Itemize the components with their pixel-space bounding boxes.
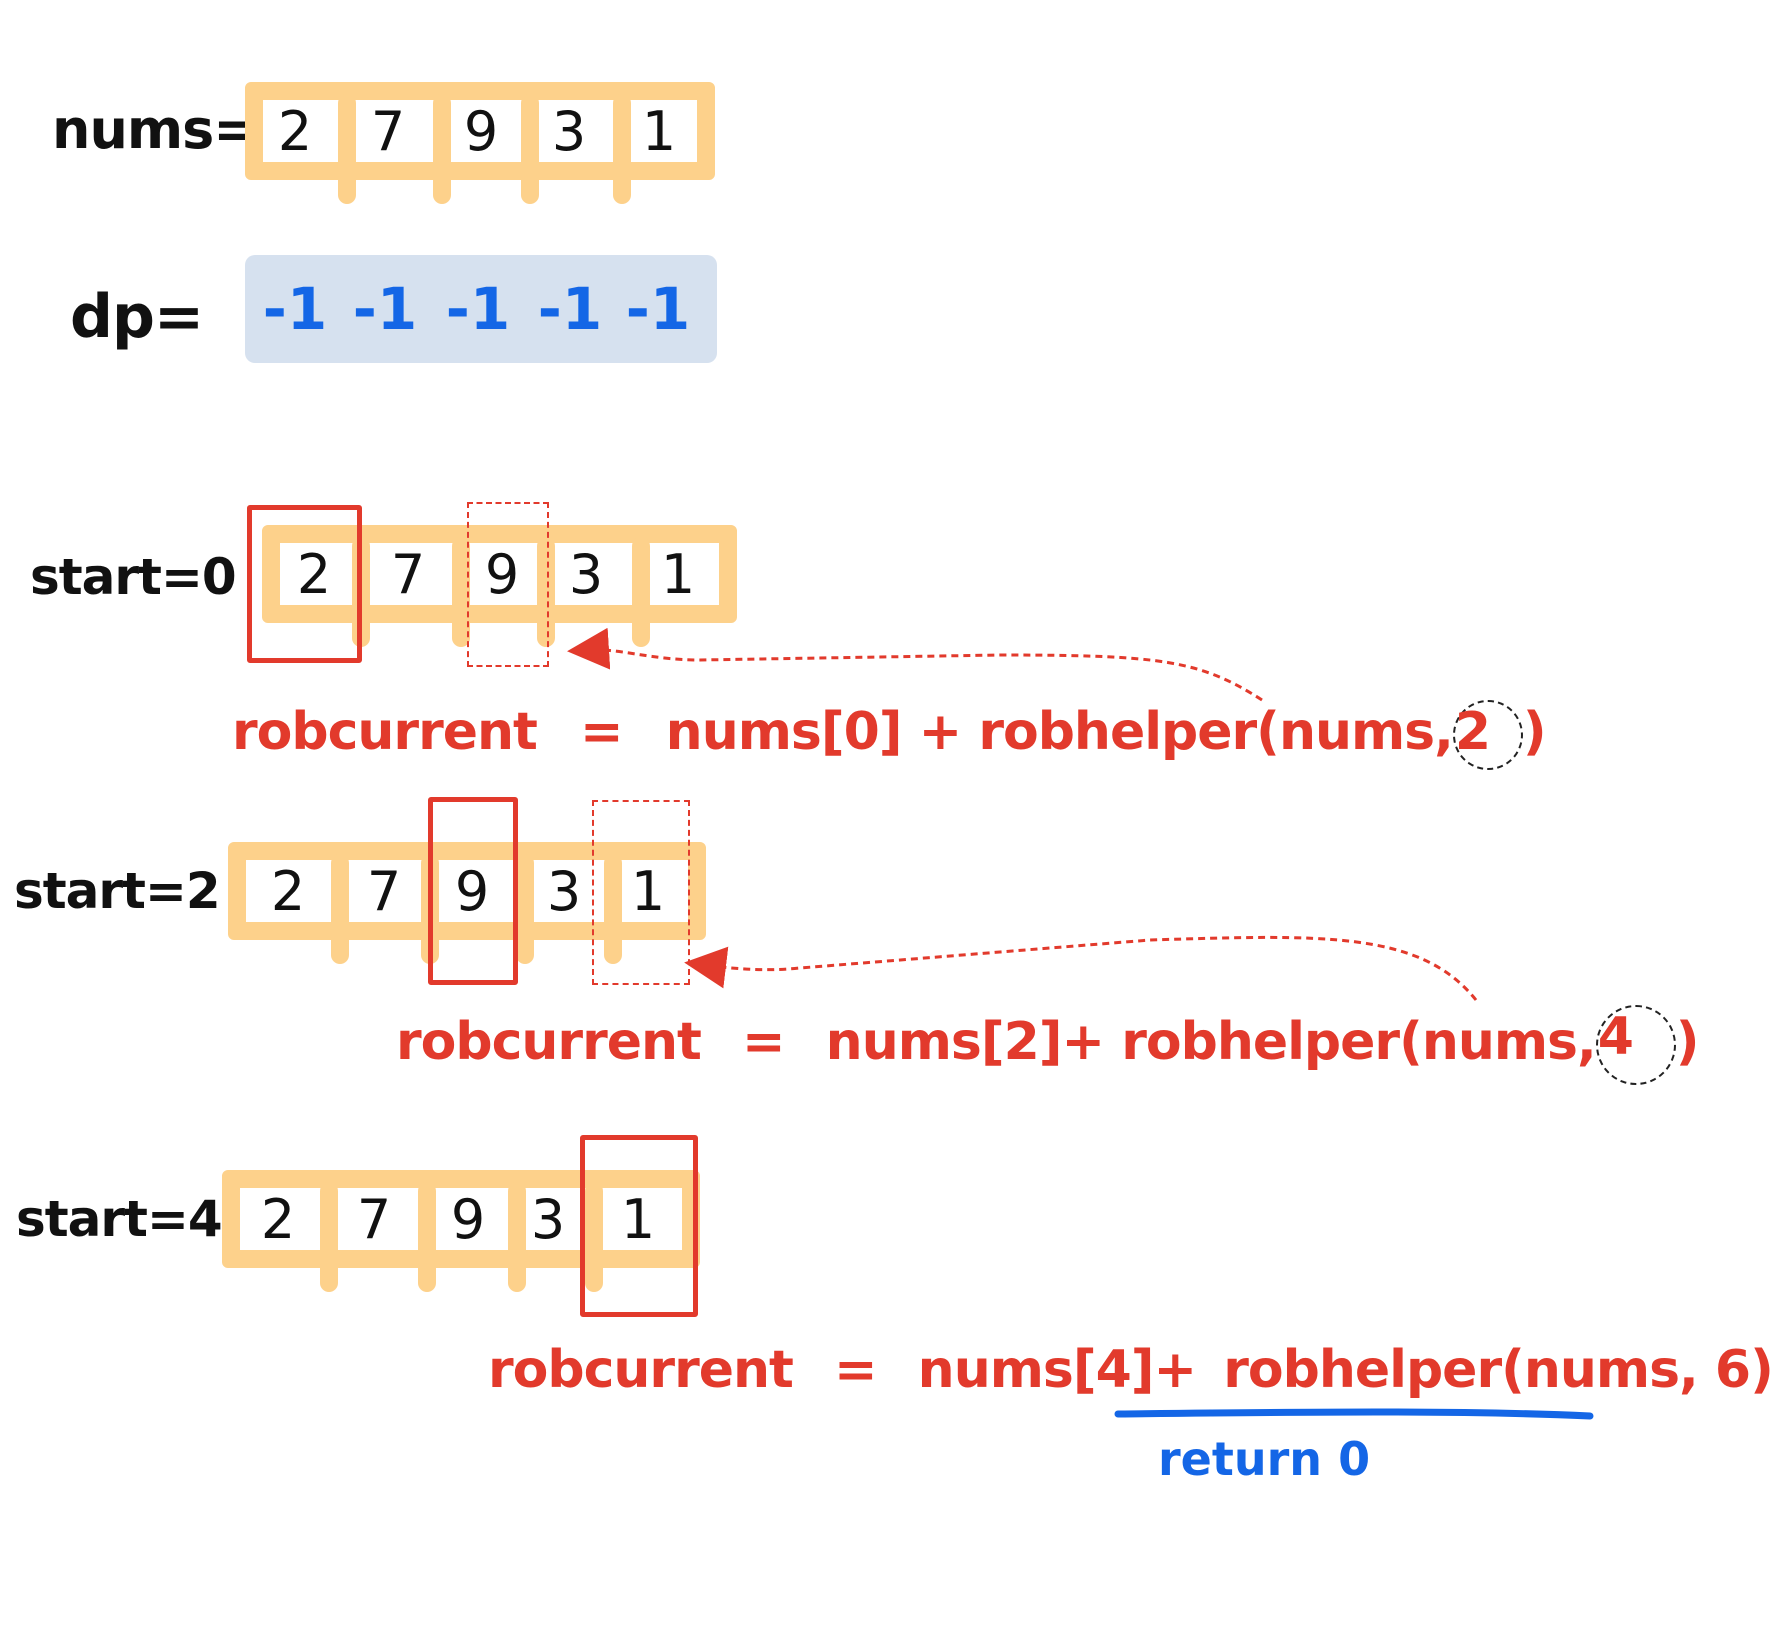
nums-cell: 1 — [641, 99, 677, 163]
separator — [613, 94, 631, 204]
arrow-step1 — [567, 627, 1263, 702]
separator — [433, 94, 451, 204]
annotation-layer — [567, 627, 1594, 1420]
dp-label: dp= — [70, 282, 204, 352]
nums-cell: 3 — [546, 859, 582, 923]
nums-cell: 9 — [450, 1187, 486, 1251]
formula-eq: = — [579, 702, 624, 762]
underline-robhelper — [1114, 1408, 1594, 1420]
next-highlight — [467, 502, 549, 667]
separator — [516, 854, 534, 964]
nums-cell: 7 — [390, 542, 426, 606]
separator — [604, 854, 622, 964]
next-highlight — [592, 800, 690, 985]
step-label-start-2: start=2 — [14, 862, 221, 920]
formula-lhs: robcurrent — [396, 1012, 702, 1072]
nums-cell: 2 — [270, 859, 306, 923]
dp-cell: -1 — [625, 275, 691, 343]
separator — [418, 1182, 436, 1292]
separator — [320, 1182, 338, 1292]
nums-cell: 3 — [530, 1187, 566, 1251]
separator — [338, 94, 356, 204]
current-highlight — [580, 1135, 698, 1317]
separator — [452, 537, 470, 647]
separator — [508, 1182, 526, 1292]
nums-cell: 1 — [630, 859, 666, 923]
return-note: return 0 — [1158, 1432, 1371, 1486]
step-label-start-4: start=4 — [16, 1190, 223, 1248]
formula-eq: = — [741, 1012, 786, 1072]
separator — [585, 1182, 603, 1292]
nums-cell: 2 — [277, 99, 313, 163]
dp-cell: -1 — [445, 275, 511, 343]
dp-cell: -1 — [352, 275, 418, 343]
step1-formula: robcurrent = nums[0] + robhelper(nums,2) — [232, 700, 1547, 770]
formula-rhs: nums[0] + robhelper(nums, — [665, 702, 1454, 762]
dp-cell: -1 — [537, 275, 603, 343]
nums-label: nums= — [52, 98, 259, 161]
formula-lhs: robcurrent — [488, 1340, 794, 1400]
nums-cell: 3 — [568, 542, 604, 606]
formula-lhs: robcurrent — [232, 702, 538, 762]
formula-rhs-call: robhelper(nums, 6) — [1223, 1340, 1773, 1400]
step1-array: 2 7 9 3 1 — [262, 525, 737, 647]
step2-formula: robcurrent = nums[2]+ robhelper(nums,4) — [396, 1005, 1700, 1085]
nums-cell: 1 — [620, 1187, 656, 1251]
separator — [521, 94, 539, 204]
step3-formula: robcurrent = nums[4]+ robhelper(nums, 6) — [488, 1340, 1773, 1400]
separator — [537, 537, 555, 647]
nums-cell: 2 — [260, 1187, 296, 1251]
nums-cell: 9 — [454, 859, 490, 923]
circled-arg: 2 — [1452, 700, 1523, 770]
dp-cell: -1 — [262, 275, 328, 343]
formula-rhs: nums[2]+ robhelper(nums, — [825, 1012, 1597, 1072]
nums-cell: 7 — [366, 859, 402, 923]
formula-close: ) — [1675, 1012, 1700, 1072]
formula-close: ) — [1522, 702, 1547, 762]
nums-cell: 9 — [484, 542, 520, 606]
nums-cell: 7 — [356, 1187, 392, 1251]
nums-cell: 1 — [660, 542, 696, 606]
nums-array: 2 7 9 3 1 — [245, 82, 715, 204]
nums-cell: 9 — [463, 99, 499, 163]
dp-array: -1 -1 -1 -1 -1 — [245, 255, 717, 363]
current-highlight — [247, 505, 362, 663]
step2-array: 2 7 9 3 1 — [228, 842, 706, 964]
nums-cell: 7 — [370, 99, 406, 163]
formula-eq: = — [833, 1340, 878, 1400]
step-label-start-0: start=0 — [30, 548, 237, 606]
nums-cell: 3 — [551, 99, 587, 163]
separator — [632, 537, 650, 647]
formula-rhs: nums[4]+ — [917, 1340, 1197, 1400]
nums-cell: 2 — [296, 542, 332, 606]
arrow-step2 — [684, 935, 1478, 1001]
current-highlight — [428, 797, 518, 985]
separator — [331, 854, 349, 964]
